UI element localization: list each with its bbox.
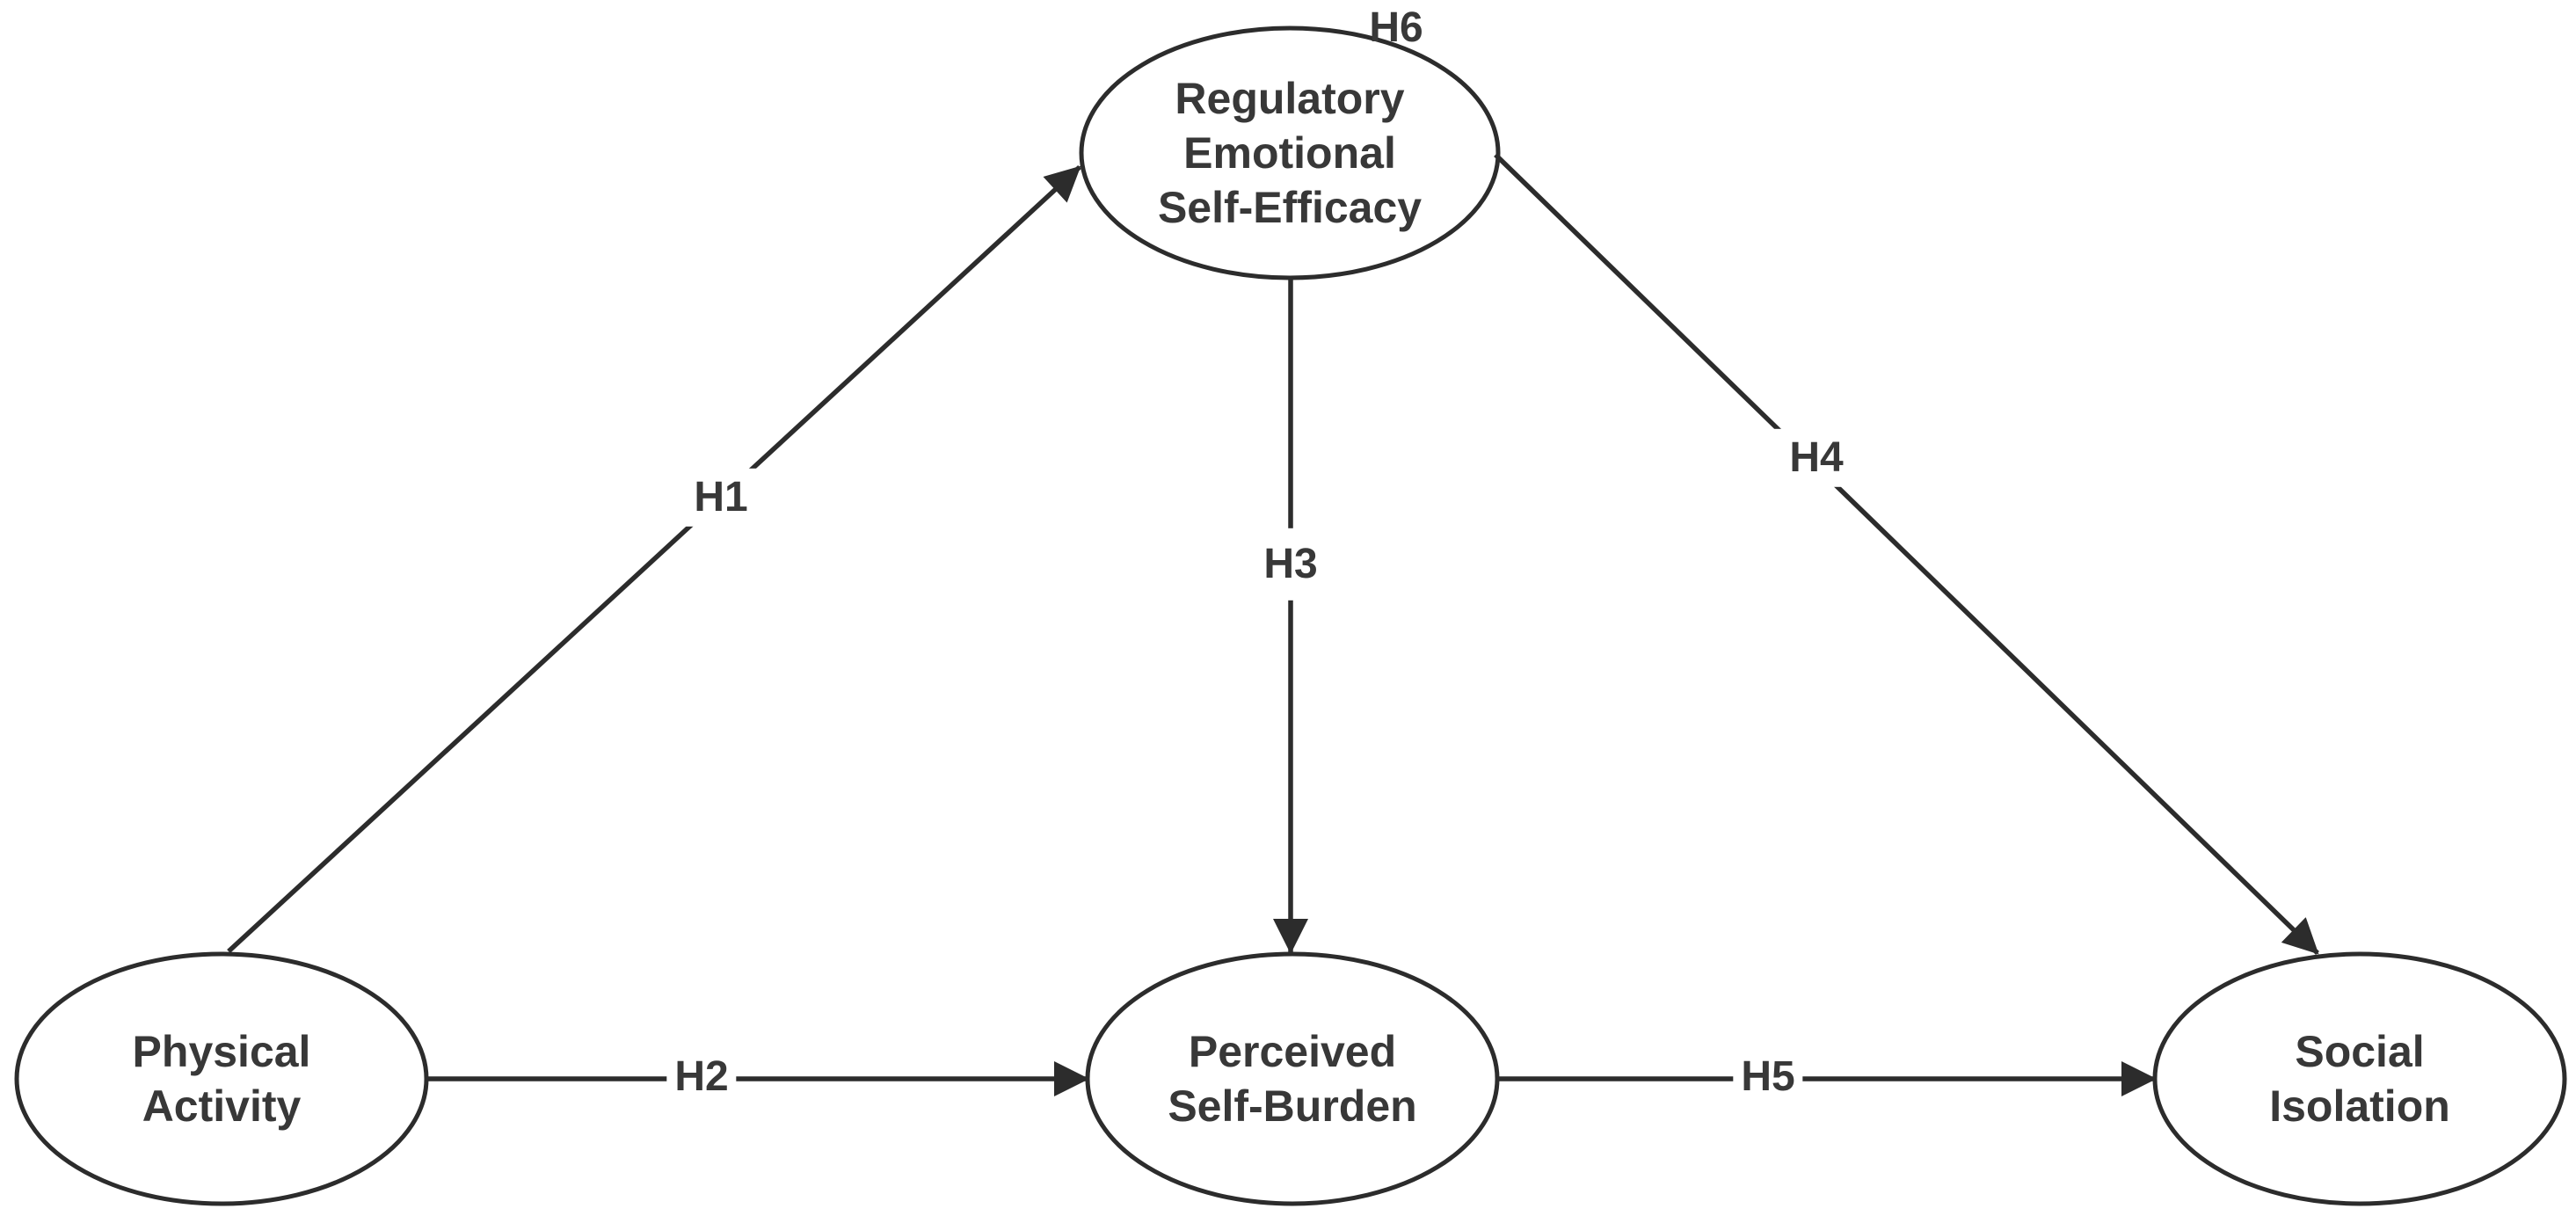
node-ellipse-social-isolation bbox=[2152, 951, 2567, 1206]
node-ellipse-perceived-self-burden bbox=[1085, 951, 1500, 1206]
node-ellipse-regulatory-emotional-self-efficacy bbox=[1079, 25, 1501, 280]
edge-h4-arrow bbox=[1494, 153, 2319, 955]
node-ellipse-physical-activity bbox=[14, 951, 429, 1206]
edge-h1-arrow bbox=[227, 164, 1081, 954]
